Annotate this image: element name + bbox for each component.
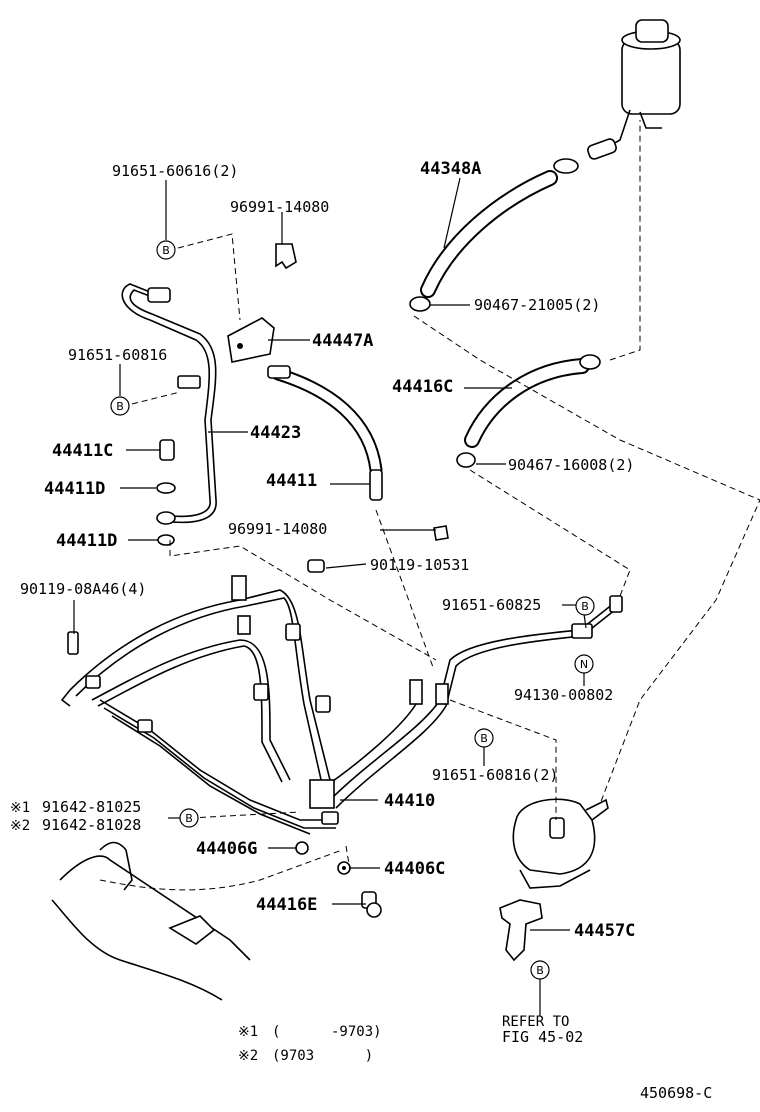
- label-94130-00802: 94130-00802: [514, 686, 613, 704]
- label-91651-60816-2: 91651-60816(2): [432, 766, 558, 784]
- bracket-44457c: [499, 899, 543, 962]
- label-96991-14080-a: 96991-14080: [230, 198, 329, 216]
- label-90467-21005: 90467-21005(2): [474, 296, 600, 314]
- hose-44348a: [409, 158, 579, 312]
- power-steering-pump: [512, 798, 609, 889]
- tube-44423: [121, 283, 217, 525]
- svg-text:B: B: [581, 600, 589, 613]
- marker-b-4: B: [474, 728, 494, 748]
- label-note1-mark: ※1: [10, 800, 30, 816]
- small-parts-left: [67, 439, 449, 655]
- part-labels: 91651-60616(2) 96991-14080 44348A 90467-…: [10, 159, 635, 941]
- footnote-1-mark: ※1: [238, 1024, 258, 1040]
- refer-line-2: FIG 45-02: [502, 1028, 583, 1046]
- label-44411d-a: 44411D: [44, 479, 105, 499]
- label-90119-10531: 90119-10531: [370, 556, 469, 574]
- label-91651-60816: 91651-60816: [68, 346, 167, 364]
- label-44411c: 44411C: [52, 441, 113, 461]
- notes: REFER TO FIG 45-02 ※1 ( -9703) ※2 (9703 …: [238, 1014, 712, 1102]
- svg-text:B: B: [536, 964, 544, 977]
- label-91642-81025: 91642-81025: [42, 798, 141, 816]
- label-91651-60616: 91651-60616(2): [112, 162, 238, 180]
- marker-b-5: B: [179, 808, 199, 828]
- svg-text:B: B: [185, 812, 193, 825]
- label-44411d-b: 44411D: [56, 531, 117, 551]
- label-44411: 44411: [266, 471, 317, 491]
- marker-b-6: B: [530, 960, 550, 980]
- pipe-assembly-44410: [60, 575, 623, 835]
- label-90467-16008: 90467-16008(2): [508, 456, 634, 474]
- hose-44416c: [456, 354, 601, 468]
- label-90119-08a46: 90119-08A46(4): [20, 580, 146, 598]
- dashed-lines: [99, 120, 760, 891]
- label-44457c: 44457C: [574, 921, 635, 941]
- footnote-1-text: ( -9703): [272, 1024, 382, 1040]
- refer-line-1: REFER TO: [502, 1014, 569, 1030]
- svg-text:B: B: [480, 732, 488, 745]
- label-96991-14080-b: 96991-14080: [228, 520, 327, 538]
- figure-id: 450698-C: [640, 1084, 712, 1102]
- svg-text:B: B: [162, 244, 170, 257]
- label-91651-60825: 91651-60825: [442, 596, 541, 614]
- marker-b-3: B: [575, 596, 595, 616]
- svg-text:N: N: [580, 658, 588, 671]
- bracket-44447a: [227, 243, 297, 363]
- marker-b-1: B: [156, 240, 176, 260]
- label-44348a: 44348A: [420, 159, 481, 179]
- hose-44411: [267, 365, 383, 501]
- label-44423: 44423: [250, 423, 301, 443]
- leader-lines: [73, 177, 587, 1016]
- label-44416c: 44416C: [392, 377, 453, 397]
- label-44447a: 44447A: [312, 331, 373, 351]
- label-44406g: 44406G: [196, 839, 257, 859]
- marker-b-2: B: [110, 396, 130, 416]
- footnote-2-mark: ※2: [238, 1048, 258, 1064]
- steering-gear-outline: [51, 841, 251, 1001]
- label-note2-mark: ※2: [10, 818, 30, 834]
- reservoir-tank: [587, 19, 681, 160]
- marker-n-1: N: [574, 654, 594, 674]
- label-44406c: 44406C: [384, 859, 445, 879]
- label-91642-81028: 91642-81028: [42, 816, 141, 834]
- footnote-2-text: (9703 ): [272, 1048, 373, 1064]
- label-44416e: 44416E: [256, 895, 317, 915]
- circle-markers: B B B N B B B: [110, 240, 595, 980]
- label-44410: 44410: [384, 791, 435, 811]
- svg-text:B: B: [116, 400, 124, 413]
